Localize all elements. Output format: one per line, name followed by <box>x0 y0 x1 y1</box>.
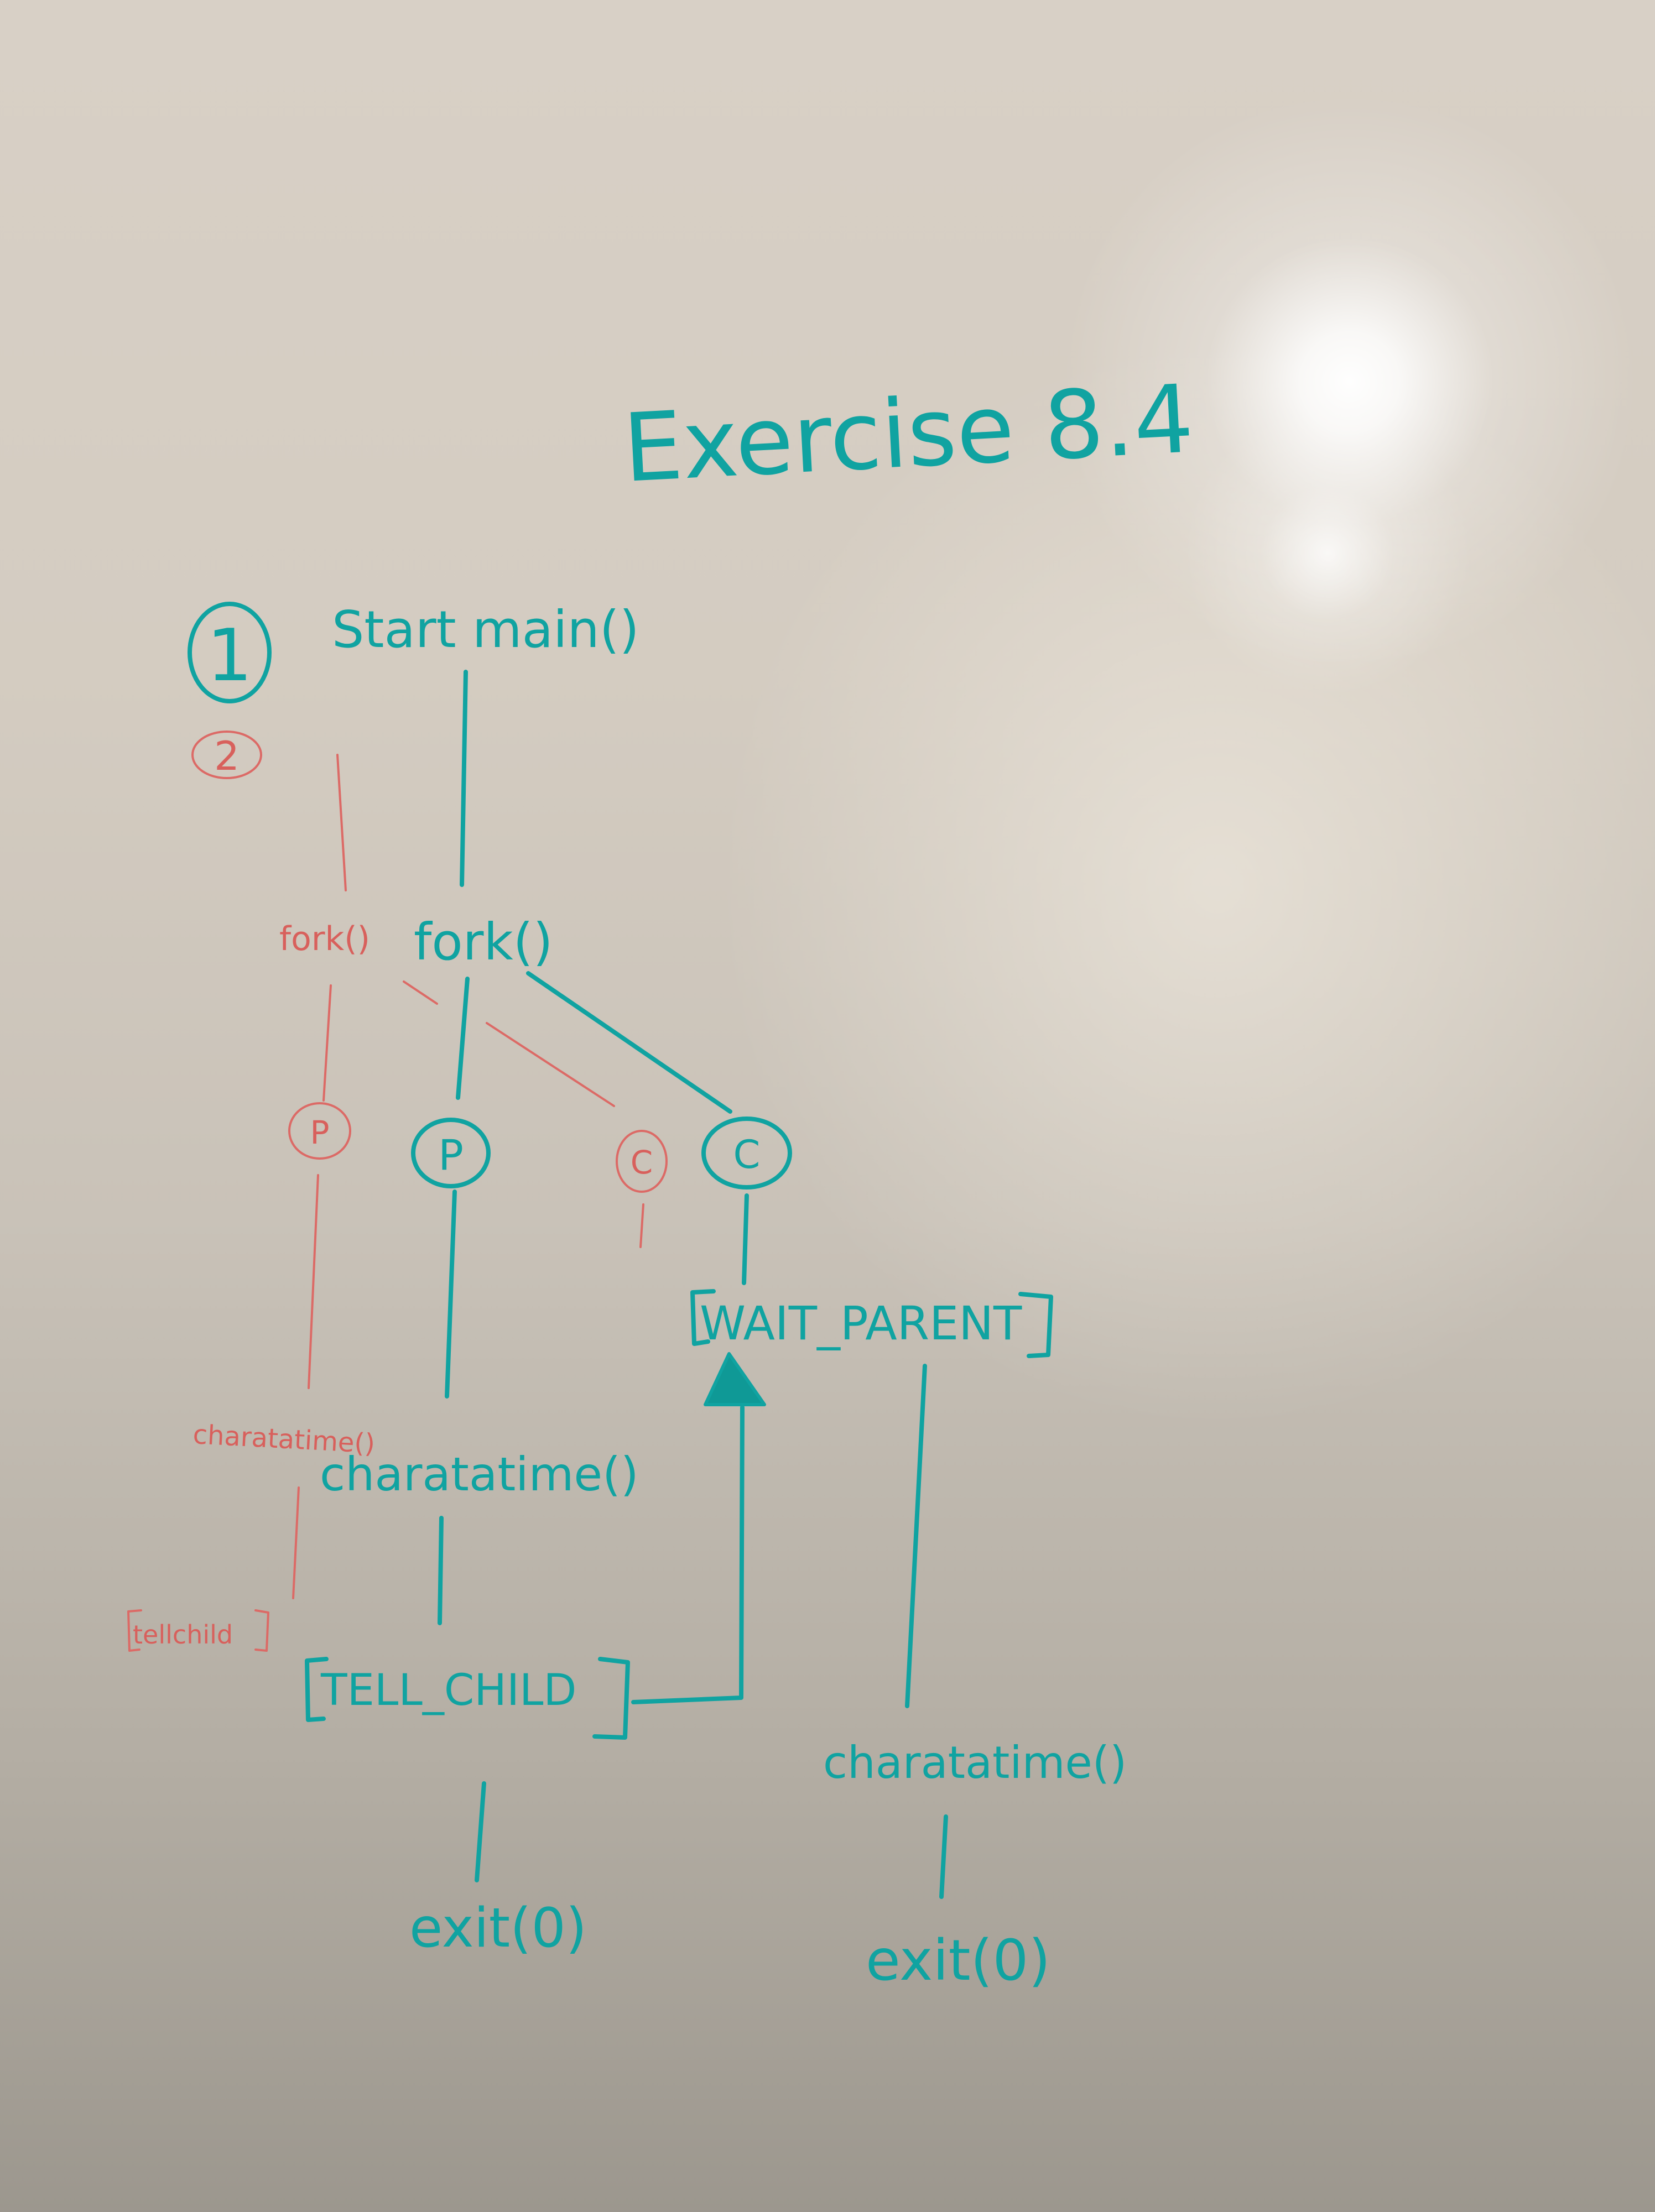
start-main-label: Start main() <box>332 600 639 659</box>
red-child-stub-line <box>639 1203 644 1248</box>
child-node-label: C <box>733 1132 761 1177</box>
exit-child-label: exit(0) <box>866 1928 1050 1994</box>
child-to-wait-line <box>742 1193 749 1285</box>
fork-to-child-line <box>526 971 732 1114</box>
tell-child-label: TELL_CHILD <box>320 1666 576 1715</box>
red-parent-to-charatatime-line <box>308 1174 319 1389</box>
wait-parent-bracket-right <box>1018 1292 1053 1358</box>
red-child-node <box>616 1130 668 1193</box>
tell-child-bracket-right <box>592 1657 630 1740</box>
red-fork-to-child-line <box>403 980 615 1107</box>
start-to-fork-line <box>460 670 468 887</box>
charatatime-to-tellchild-line <box>438 1516 444 1625</box>
fork-label: fork() <box>414 912 553 972</box>
red-tellchild-bracket-left <box>127 1609 142 1652</box>
red-fork-label: fork() <box>279 920 370 958</box>
charatatime-parent-label: charatatime() <box>320 1447 639 1501</box>
parent-node-label: P <box>438 1130 464 1180</box>
red-parent-node-label: P <box>310 1114 330 1151</box>
fork-to-parent-line <box>456 977 470 1100</box>
red-charatatime-label: charatatime() <box>192 1419 376 1459</box>
tellchild-to-exit-line <box>475 1781 486 1882</box>
child-node <box>701 1117 792 1190</box>
title: Exercise 8.4 <box>621 364 1196 504</box>
red-tellchild-bracket-right <box>254 1609 269 1652</box>
red-start-to-fork-line <box>336 754 347 891</box>
step-2-label: 2 <box>214 733 240 779</box>
step-1-circle <box>188 602 272 703</box>
exit-parent-label: exit(0) <box>409 1897 587 1960</box>
wait-parent-label: WAIT_PARENT <box>700 1296 1022 1350</box>
red-charatatime-to-tellchild-line <box>292 1486 300 1599</box>
step-2-circle <box>191 731 262 779</box>
wait-to-charatatime-line <box>905 1364 927 1708</box>
tell-child-signal-line <box>631 1405 745 1704</box>
step-1-label: 1 <box>207 613 253 697</box>
signal-arrowhead <box>704 1352 766 1406</box>
charatatime-to-exit-child-line <box>939 1814 948 1899</box>
red-child-node-label: C <box>631 1144 653 1181</box>
parent-node <box>411 1118 491 1188</box>
tell-child-bracket-left <box>305 1657 329 1722</box>
red-fork-to-parent-line <box>322 984 332 1102</box>
parent-to-charatatime-line <box>445 1190 457 1399</box>
charatatime-child-label: charatatime() <box>823 1737 1127 1788</box>
wait-parent-bracket-left <box>690 1289 716 1346</box>
red-parent-node <box>288 1102 351 1160</box>
red-tellchild-label: tellchild <box>133 1620 233 1650</box>
